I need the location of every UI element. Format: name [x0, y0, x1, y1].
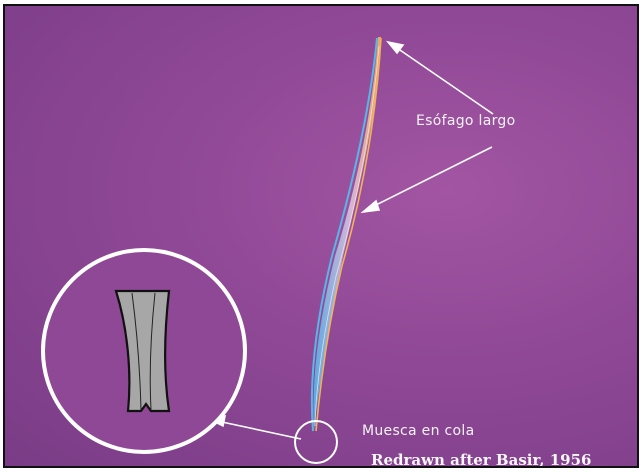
- credit-text: Redrawn after Basir, 1956: [371, 451, 591, 468]
- arrows: [211, 42, 493, 439]
- arrow-line-esophagus-bottom: [374, 147, 492, 206]
- worm: [312, 37, 381, 431]
- tail-inset: [43, 250, 245, 452]
- arrow-line-esophagus-top: [397, 48, 493, 114]
- arrow-line-tail: [222, 422, 301, 439]
- tail-notch-label: Muesca en cola: [362, 423, 474, 439]
- arrow-head-esophagus-bottom: [363, 201, 379, 212]
- worm-inner-line: [315, 46, 379, 426]
- esophagus-label: Esófago largo: [416, 113, 515, 129]
- image-frame: Esófago largo Muesca en cola Redrawn aft…: [3, 4, 639, 468]
- worm-edge-orange: [316, 38, 381, 431]
- illustration: [5, 6, 639, 468]
